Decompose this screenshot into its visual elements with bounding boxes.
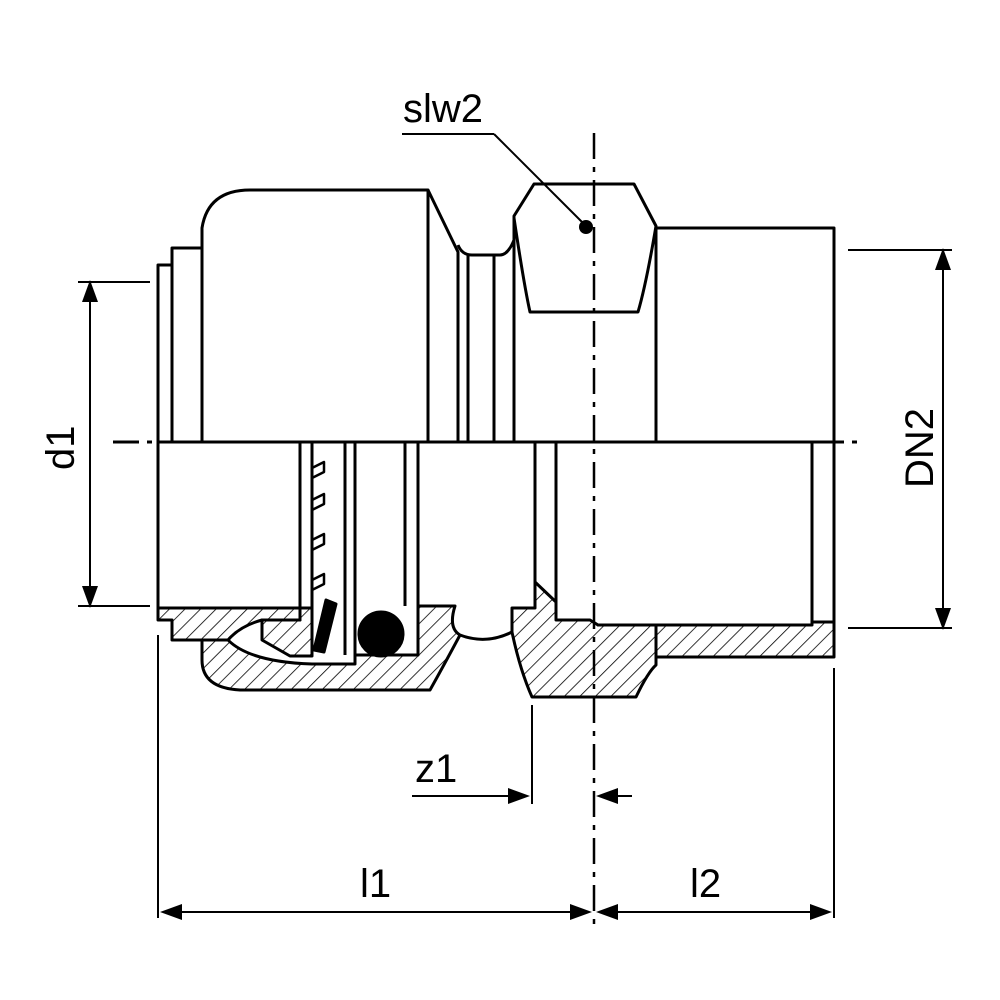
label-z1: z1 [415, 747, 457, 791]
threaded-tail [656, 226, 836, 442]
lower-section-view [156, 440, 836, 699]
nut-chamfer [426, 189, 460, 442]
left-step-ring [156, 246, 204, 442]
neck-groove [456, 239, 516, 257]
dimensions [78, 133, 952, 918]
upper-external-view [156, 182, 836, 442]
hex-nut [512, 182, 658, 442]
label-dn2: DN2 [898, 408, 942, 488]
label-l1: l1 [360, 862, 391, 906]
thread-section [596, 620, 836, 659]
o-ring [357, 610, 405, 658]
retaining-clip [312, 598, 338, 654]
grip-ring-teeth [311, 460, 326, 592]
label-slw2: slw2 [403, 87, 483, 131]
label-d1: d1 [39, 426, 83, 471]
arrowheads [82, 220, 951, 920]
union-nut-body [200, 188, 430, 442]
label-l2: l2 [690, 862, 721, 906]
center-lines [113, 133, 860, 930]
